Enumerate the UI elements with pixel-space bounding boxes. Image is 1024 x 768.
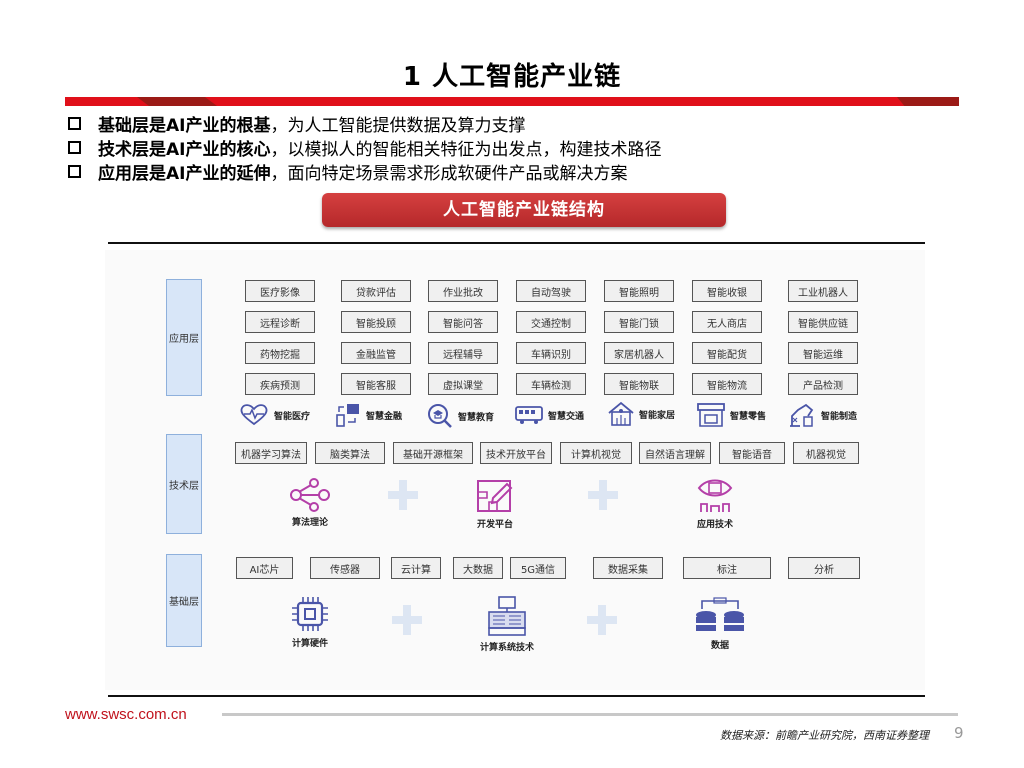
app-cell: 智能照明 bbox=[604, 280, 674, 302]
app-cell: 智能运维 bbox=[788, 342, 858, 364]
app-cell: 智能收银 bbox=[692, 280, 762, 302]
app-cell: 疾病预测 bbox=[245, 373, 315, 395]
foundation-cell: 大数据 bbox=[453, 557, 503, 579]
bullet-item: 应用层是AI产业的延伸，面向特定场景需求形成软硬件产品或解决方案 bbox=[68, 159, 661, 184]
plus-icon bbox=[587, 605, 617, 635]
tech-cell: 计算机视觉 bbox=[560, 442, 632, 464]
domain-smart-retail: 智慧零售 bbox=[697, 402, 766, 428]
app-cell: 远程诊断 bbox=[245, 311, 315, 333]
plus-icon bbox=[588, 480, 618, 510]
smart-home-icon bbox=[608, 401, 634, 426]
bus-icon bbox=[515, 406, 543, 424]
tech-cell: 自然语言理解 bbox=[639, 442, 711, 464]
app-cell: 工业机器人 bbox=[788, 280, 858, 302]
foundation-cell: AI芯片 bbox=[236, 557, 293, 579]
bank-transfer-icon bbox=[336, 404, 359, 427]
foundation-pillar-hardware: 计算硬件 bbox=[278, 595, 342, 649]
footer-divider bbox=[222, 713, 958, 716]
store-icon bbox=[697, 403, 725, 427]
app-cell: 家居机器人 bbox=[604, 342, 674, 364]
foundation-cell: 标注 bbox=[683, 557, 771, 579]
tech-cell: 基础开源框架 bbox=[393, 442, 473, 464]
tech-pillar-application-tech: 应用技术 bbox=[685, 476, 745, 530]
foundation-cell: 传感器 bbox=[310, 557, 380, 579]
app-cell: 虚拟课堂 bbox=[428, 373, 498, 395]
data-source-note: 数据来源：前瞻产业研究院，西南证券整理 bbox=[720, 729, 929, 742]
database-icon bbox=[696, 597, 744, 631]
app-cell: 远程辅导 bbox=[428, 342, 498, 364]
domain-smart-transport: 智慧交通 bbox=[515, 405, 584, 425]
domain-smart-finance: 智慧金融 bbox=[335, 402, 402, 428]
divider-top bbox=[108, 242, 925, 244]
domain-smart-education: 智慧教育 bbox=[427, 403, 494, 429]
bullet-item: 技术层是AI产业的核心，以模拟人的智能相关特征为出发点，构建技术路径 bbox=[68, 135, 661, 160]
page-number: 9 bbox=[954, 724, 964, 742]
tech-cell: 机器视觉 bbox=[793, 442, 859, 464]
tech-cell: 机器学习算法 bbox=[235, 442, 307, 464]
app-cell: 金融监管 bbox=[341, 342, 411, 364]
chip-icon bbox=[292, 597, 328, 631]
bullet-list: 基础层是AI产业的根基，为人工智能提供数据及算力支撑 技术层是AI产业的核心，以… bbox=[68, 111, 661, 184]
app-cell: 产品检测 bbox=[788, 373, 858, 395]
tech-cell: 技术开放平台 bbox=[480, 442, 552, 464]
app-cell: 无人商店 bbox=[692, 311, 762, 333]
footer-website-link[interactable]: www.swsc.com.cn bbox=[65, 706, 187, 723]
tech-cell: 脑类算法 bbox=[315, 442, 385, 464]
square-bullet-icon bbox=[68, 116, 81, 130]
layer-label-technology: 技术层 bbox=[166, 434, 202, 534]
domain-smart-home: 智能家居 bbox=[608, 401, 675, 427]
app-cell: 贷款评估 bbox=[341, 280, 411, 302]
bullet-item: 基础层是AI产业的根基，为人工智能提供数据及算力支撑 bbox=[68, 111, 661, 136]
app-cell: 智能投顾 bbox=[341, 311, 411, 333]
app-cell: 智能供应链 bbox=[788, 311, 858, 333]
foundation-cell: 数据采集 bbox=[593, 557, 663, 579]
foundation-cell: 云计算 bbox=[391, 557, 441, 579]
tech-pillar-algorithm: 算法理论 bbox=[280, 478, 340, 528]
layer-label-application: 应用层 bbox=[166, 279, 202, 396]
domain-smart-healthcare: 智能医疗 bbox=[239, 404, 310, 426]
app-cell: 智能问答 bbox=[428, 311, 498, 333]
robot-arm-icon bbox=[790, 403, 814, 427]
app-cell: 车辆检测 bbox=[516, 373, 586, 395]
square-bullet-icon bbox=[68, 140, 81, 154]
app-cell: 自动驾驶 bbox=[516, 280, 586, 302]
page-title: 1 人工智能产业链 bbox=[402, 62, 622, 92]
foundation-pillar-computing-system: 计算系统技术 bbox=[467, 595, 547, 653]
app-cell: 智能物联 bbox=[604, 373, 674, 395]
app-cell: 车辆识别 bbox=[516, 342, 586, 364]
tech-pillar-dev-platform: 开发平台 bbox=[465, 478, 525, 530]
app-cell: 智能客服 bbox=[341, 373, 411, 395]
eye-robot-icon bbox=[697, 479, 733, 512]
app-cell: 交通控制 bbox=[516, 311, 586, 333]
title-underline-bar bbox=[65, 97, 959, 106]
section-banner: 人工智能产业链结构 bbox=[322, 193, 726, 227]
layer-label-foundation: 基础层 bbox=[166, 554, 202, 647]
app-cell: 智能门锁 bbox=[604, 311, 674, 333]
foundation-cell: 5G通信 bbox=[510, 557, 566, 579]
education-search-icon bbox=[428, 404, 452, 428]
square-bullet-icon bbox=[68, 164, 81, 178]
domain-smart-manufacturing: 智能制造 bbox=[788, 402, 857, 428]
computer-system-icon bbox=[488, 596, 526, 636]
plus-icon bbox=[388, 480, 418, 510]
app-cell: 药物挖掘 bbox=[245, 342, 315, 364]
network-nodes-icon bbox=[290, 478, 330, 512]
heart-pulse-icon bbox=[240, 404, 268, 426]
ai-industry-chain-diagram: 应用层 技术层 基础层 医疗影像 贷款评估 作业批改 自动驾驶 智能照明 智能收… bbox=[105, 250, 925, 690]
divider-bottom bbox=[108, 695, 925, 697]
foundation-cell: 分析 bbox=[788, 557, 860, 579]
plus-icon bbox=[392, 605, 422, 635]
app-cell: 医疗影像 bbox=[245, 280, 315, 302]
app-cell: 作业批改 bbox=[428, 280, 498, 302]
app-cell: 智能物流 bbox=[692, 373, 762, 395]
app-cell: 智能配货 bbox=[692, 342, 762, 364]
foundation-pillar-data: 数据 bbox=[690, 595, 750, 651]
dev-platform-icon bbox=[477, 480, 513, 512]
tech-cell: 智能语音 bbox=[719, 442, 785, 464]
